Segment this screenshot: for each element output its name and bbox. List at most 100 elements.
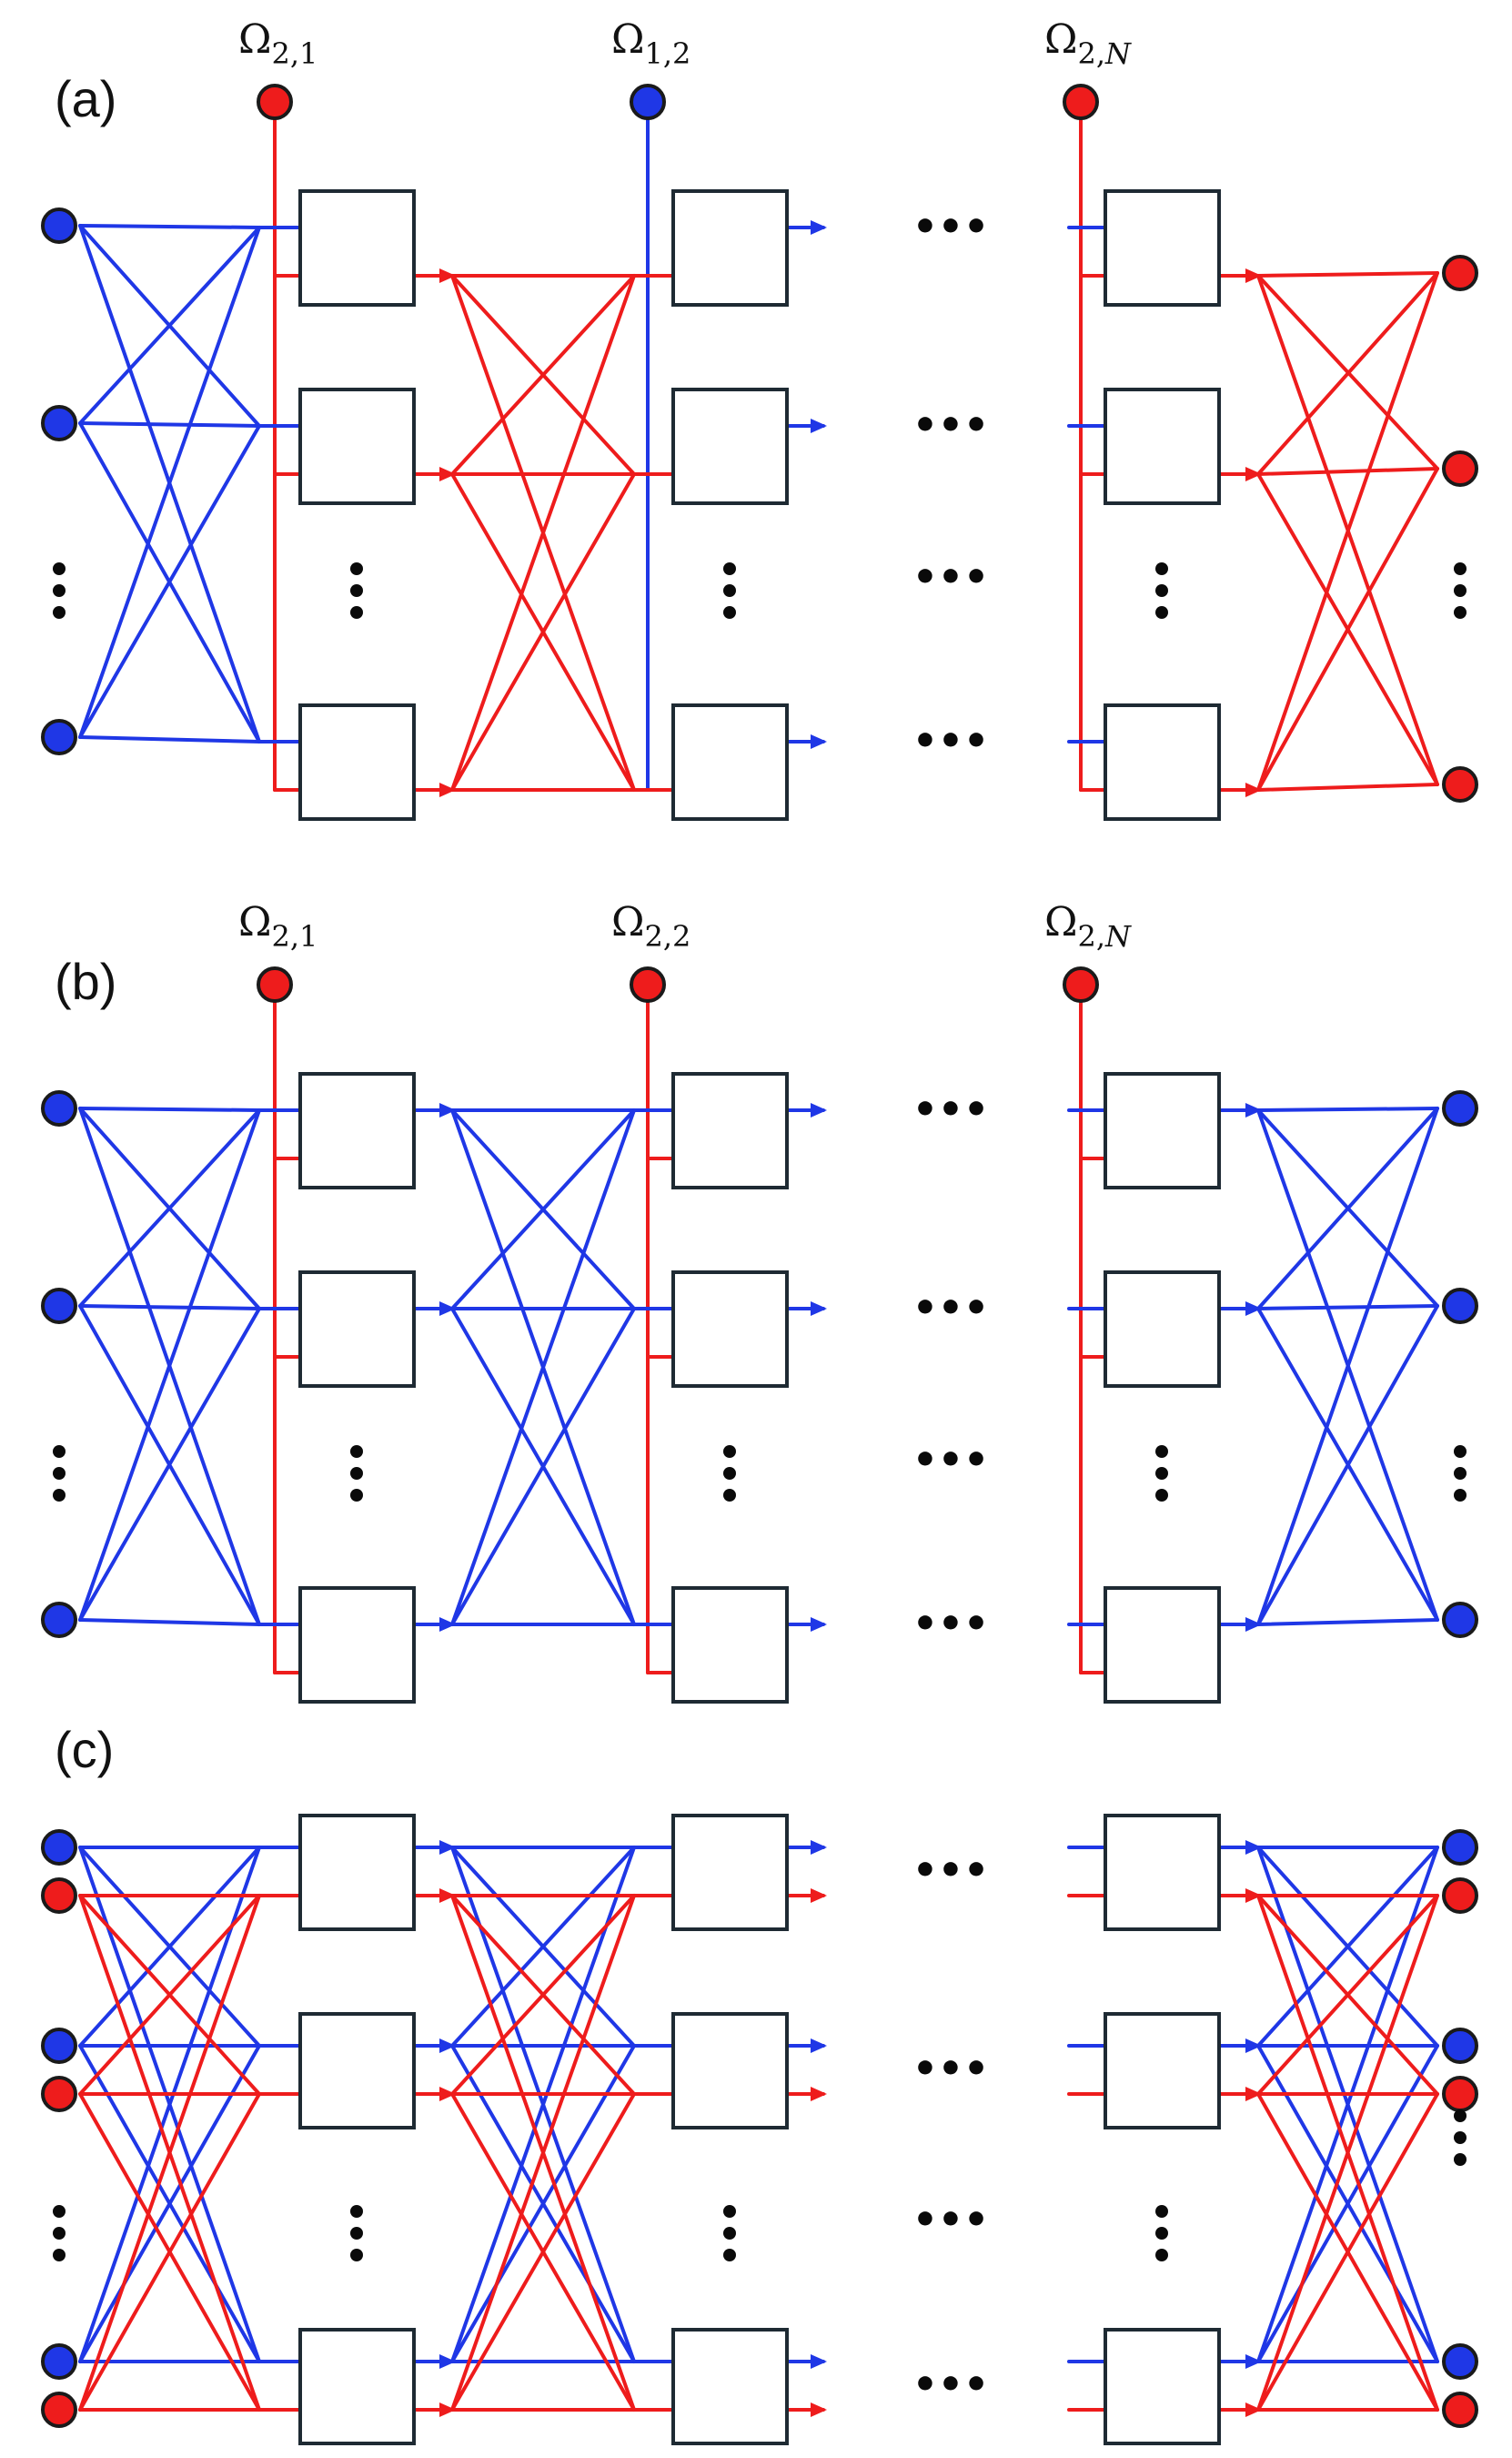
mesh-wire	[450, 1894, 636, 2096]
output-ellipsis	[1454, 606, 1467, 619]
arrow-head	[811, 419, 827, 433]
arrow-head	[1245, 1617, 1262, 1632]
output-ellipsis	[1454, 2153, 1467, 2166]
column-ellipsis: •••	[912, 402, 989, 449]
input-ellipsis	[53, 2205, 66, 2218]
box-ellipsis	[350, 1467, 363, 1480]
box-ellipsis	[723, 584, 736, 597]
panel-label: (a)	[55, 70, 116, 127]
mesh-wire	[1256, 1846, 1439, 2048]
arrow-head	[811, 2038, 827, 2053]
omega-label: Ω2,2	[611, 899, 690, 954]
mesh-wire	[1256, 2044, 1439, 2363]
mesh-wire	[78, 1304, 261, 1310]
column-ellipsis: •••	[912, 2197, 989, 2243]
output-ellipsis	[1454, 2109, 1467, 2122]
mesh-wire	[78, 2044, 261, 2363]
mesh-wire	[78, 1107, 261, 1112]
input-node	[41, 1288, 77, 1324]
source-node	[630, 84, 666, 120]
output-node	[1442, 255, 1478, 291]
output-node	[1442, 2076, 1478, 2112]
mesh-wire	[78, 424, 261, 739]
processing-box	[1104, 1814, 1221, 1931]
input-node	[41, 207, 77, 244]
output-node	[1442, 2392, 1478, 2428]
omega-label: Ω2,N	[1044, 16, 1132, 71]
processing-box	[1104, 388, 1221, 505]
arrow-head	[1245, 1301, 1262, 1316]
output-ellipsis	[1454, 584, 1467, 597]
input-ellipsis	[53, 606, 66, 619]
output-node	[1442, 1829, 1478, 1866]
mesh-wire	[1256, 467, 1439, 792]
input-node	[41, 1829, 77, 1866]
omega-label: Ω2,1	[238, 16, 318, 71]
omega-label: Ω2,1	[238, 899, 318, 954]
mesh-wire	[1256, 1304, 1439, 1310]
box-ellipsis	[350, 606, 363, 619]
box-ellipsis	[350, 562, 363, 575]
mesh-wire	[1256, 271, 1439, 792]
mesh-wire	[78, 1108, 261, 1308]
source-node	[1063, 966, 1099, 1003]
processing-box	[1104, 1270, 1221, 1388]
processing-box	[671, 2328, 789, 2445]
box-ellipsis	[723, 562, 736, 575]
boxes-layer	[298, 189, 1221, 2445]
input-ellipsis	[53, 2249, 66, 2261]
box-ellipsis	[723, 1467, 736, 1480]
processing-box	[298, 1814, 416, 1931]
mesh-wire	[450, 1846, 636, 2363]
processing-box	[298, 2012, 416, 2129]
column-ellipsis: •••	[912, 1087, 989, 1133]
arrow-head	[1245, 783, 1262, 797]
arrow-head	[1245, 2038, 1262, 2053]
arrow-head	[439, 467, 456, 481]
arrow-head	[439, 1617, 456, 1632]
box-ellipsis	[723, 2205, 736, 2218]
arrow-head	[811, 220, 827, 235]
column-ellipsis: •••	[912, 2362, 989, 2408]
column-ellipsis: •••	[912, 204, 989, 250]
output-node	[1442, 1877, 1478, 1914]
processing-box	[671, 1072, 789, 1189]
output-node	[1442, 2343, 1478, 2380]
panel-label: (c)	[55, 1721, 114, 1778]
output-ellipsis	[1454, 2131, 1467, 2144]
processing-box	[298, 1586, 416, 1704]
input-node	[41, 2028, 77, 2064]
box-ellipsis	[1155, 1489, 1168, 1502]
processing-box	[298, 703, 416, 821]
mesh-wire	[78, 1846, 261, 2363]
output-ellipsis	[1454, 1489, 1467, 1502]
source-node	[257, 84, 293, 120]
processing-box	[1104, 1072, 1221, 1189]
omega-label: Ω1,2	[611, 16, 690, 71]
box-ellipsis	[350, 2249, 363, 2261]
arrow-head	[1245, 2402, 1262, 2417]
input-ellipsis	[53, 1467, 66, 1480]
box-ellipsis	[1155, 562, 1168, 575]
column-ellipsis: •••	[912, 1601, 989, 1647]
output-ellipsis	[1454, 1445, 1467, 1458]
omega-label: Ω2,N	[1044, 899, 1132, 954]
mesh-wire	[78, 1894, 261, 2096]
arrow-head	[811, 1840, 827, 1855]
arrow-head	[811, 1301, 827, 1316]
box-ellipsis	[1155, 1445, 1168, 1458]
box-ellipsis	[723, 2249, 736, 2261]
mesh-wire	[450, 1108, 636, 1310]
arrow-head	[439, 2354, 456, 2369]
processing-box	[1104, 189, 1221, 307]
panel-label: (b)	[55, 953, 116, 1010]
box-ellipsis	[1155, 606, 1168, 619]
arrow-head	[439, 2087, 456, 2101]
output-node	[1442, 1288, 1478, 1324]
box-ellipsis	[1155, 584, 1168, 597]
mesh-wire	[1256, 467, 1439, 476]
processing-box	[671, 1814, 789, 1931]
arrow-head	[811, 2087, 827, 2101]
arrow-head	[439, 2038, 456, 2053]
